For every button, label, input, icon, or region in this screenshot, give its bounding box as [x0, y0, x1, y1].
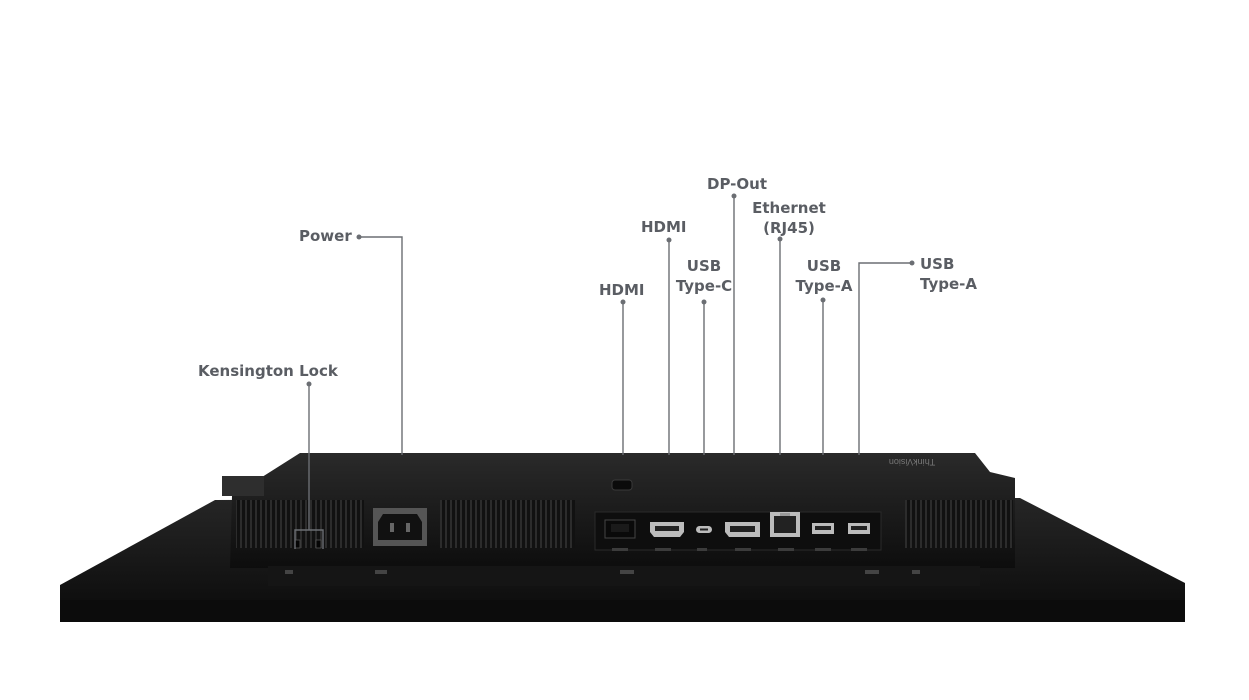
- stand-mount-knob: [611, 479, 633, 491]
- usb-type-a-label-2-line1: USB: [920, 255, 955, 273]
- usb-type-a-label-1-line1: USB: [806, 257, 842, 275]
- usb-type-a-label-2: USB Type-A: [920, 254, 977, 294]
- usb-type-c-label-line2: Type-C: [675, 277, 733, 295]
- hdmi-label-2: HDMI: [641, 218, 687, 236]
- right-vent: [905, 500, 1013, 548]
- usb-type-a-label-1-line2: Type-A: [795, 277, 853, 295]
- usb-type-c-label-line1: USB: [686, 257, 722, 275]
- callout-dots: [306, 193, 915, 387]
- port-panel: [594, 511, 882, 551]
- callout-lines: [294, 196, 912, 549]
- usb-type-a-port-2: [848, 523, 870, 534]
- hdmi-port-1: [604, 519, 636, 539]
- brand-mark: ThinkVision: [889, 457, 935, 467]
- ethernet-label-line1: Ethernet: [752, 199, 826, 217]
- hdmi-port-2: [650, 522, 684, 537]
- center-vent: [440, 500, 575, 548]
- usb-type-c-label: USB Type-C: [674, 256, 734, 296]
- dp-out-label: DP-Out: [707, 175, 768, 193]
- ethernet-label-line2: (RJ45): [763, 219, 815, 237]
- power-port: [373, 508, 427, 546]
- kensington-lock-port: [294, 539, 322, 549]
- usb-type-a-port-1: [812, 523, 834, 534]
- dp-out-port: [725, 522, 760, 537]
- usb-type-a-label-1: USB Type-A: [794, 256, 854, 296]
- usb-type-a-label-2-line2: Type-A: [920, 275, 977, 293]
- power-label: Power: [299, 227, 352, 245]
- ethernet-port: [770, 512, 800, 537]
- ethernet-label: Ethernet (RJ45): [748, 198, 830, 238]
- kensington-lock-label: Kensington Lock: [198, 362, 338, 380]
- hdmi-label-1: HDMI: [599, 281, 645, 299]
- usb-type-c-port: [696, 526, 712, 533]
